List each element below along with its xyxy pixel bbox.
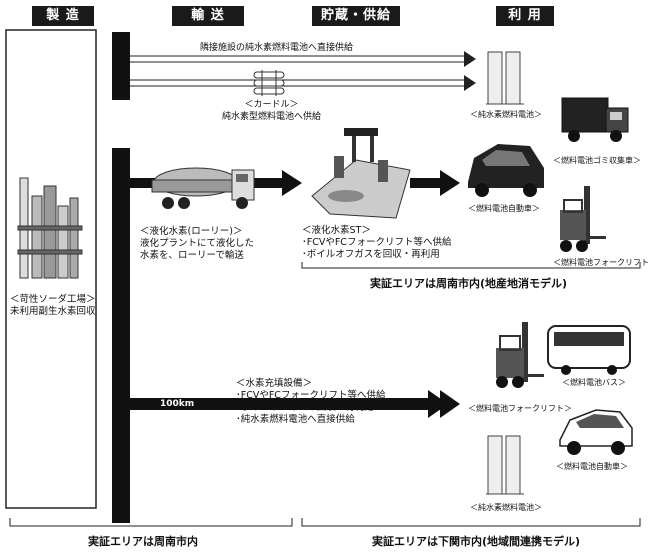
- distance-label: 100km: [160, 399, 195, 409]
- forklift-icon-1: [560, 186, 606, 252]
- fc-vehicle-icon-1: [468, 144, 544, 197]
- station-text: ＜液化水素ST＞ ･FCVやFCフォークリフト等へ供給 ･ボイルオフガスを回収・…: [302, 225, 452, 260]
- facility-arrow: [372, 390, 460, 418]
- station-arrow: [410, 170, 460, 196]
- pipeline-arrow: [130, 51, 476, 67]
- fuel-cell-icon-2: [486, 435, 524, 495]
- header-production: 製 造: [32, 6, 94, 26]
- distance-arrow: [130, 390, 448, 418]
- bottom-left-label: 実証エリアは周南市内: [88, 535, 198, 548]
- caption-forklift-1: ＜燃料電池フォークリフト＞: [553, 258, 648, 267]
- transport-bar-main: [112, 148, 130, 523]
- bottom-left-bracket: [9, 518, 293, 527]
- lorry-text: ＜液化水素(ローリー)＞ 液化プラントにて液化した 水素を、ローリーで輸送: [140, 226, 255, 261]
- fc-vehicle-icon-2: [559, 409, 633, 455]
- header-usage: 利 用: [496, 6, 554, 26]
- facility-text: ＜水素充填設備＞ ･FCVやFCフォークリフト等へ供給 ･ボイルオフガスの回収・…: [236, 378, 386, 425]
- caption-fc-vehicle-2: ＜燃料電池自動車＞: [556, 462, 628, 471]
- hydrogen-station-icon: [311, 128, 411, 219]
- caption-fc-vehicle-1: ＜燃料電池自動車＞: [468, 204, 540, 213]
- curdle-cylinder-icon: [253, 70, 285, 96]
- bottom-right-bracket: [301, 518, 641, 527]
- curdle-arrow: [130, 75, 476, 91]
- area1-title: 実証エリアは周南市内(地産地消モデル): [370, 277, 568, 290]
- garbage-truck-icon: [561, 97, 629, 142]
- factory-icon: [17, 177, 83, 279]
- header-storage-supply: 貯蔵・供給: [312, 6, 400, 26]
- production-box: [5, 29, 97, 509]
- caption-fc-bus: ＜燃料電池バス＞: [562, 378, 626, 387]
- fuel-cell-icon-1: [486, 51, 524, 105]
- caption-fuel-cell-2: ＜純水素燃料電池＞: [470, 503, 542, 512]
- tanker-truck-icon: [151, 167, 255, 209]
- caption-fuel-cell-1: ＜純水素燃料電池＞: [470, 110, 542, 119]
- transport-bar-top: [112, 32, 130, 100]
- area1-bracket: [301, 262, 641, 269]
- factory-text: ＜苛性ソーダ工場＞ 未利用副生水素回収: [10, 294, 96, 317]
- caption-garbage-truck: ＜燃料電池ゴミ収集車＞: [553, 156, 641, 165]
- forklift-icon-2: [496, 322, 544, 388]
- fc-bus-icon: [547, 325, 631, 375]
- header-transport: 輸 送: [172, 6, 244, 26]
- curdle-text: ＜カードル＞ 純水素型燃料電池へ供給: [222, 100, 322, 122]
- caption-forklift-2: ＜燃料電池フォークリフト＞: [468, 404, 572, 413]
- bottom-right-label: 実証エリアは下関市内(地域間連携モデル): [372, 535, 581, 548]
- pipeline-text: 隣接施設の純水素燃料電池へ直接供給: [200, 43, 354, 53]
